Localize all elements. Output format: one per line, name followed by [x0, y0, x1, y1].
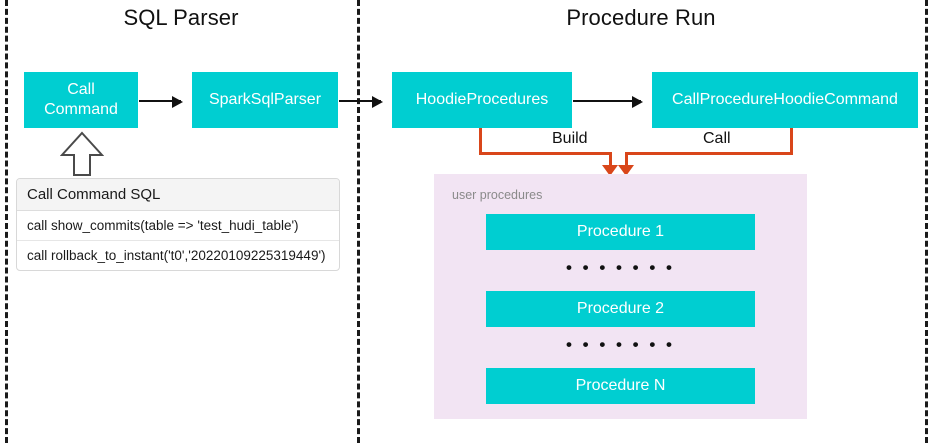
- divider-right: [925, 0, 928, 443]
- section-title-procedure-run: Procedure Run: [566, 5, 716, 30]
- node-hoodie-procedures[interactable]: HoodieProcedures: [392, 72, 572, 128]
- call-connector-segment: [790, 128, 793, 155]
- call-connector-segment: [625, 152, 793, 155]
- procedure-item[interactable]: Procedure N: [486, 368, 755, 404]
- sql-table-row: call show_commits(table => 'test_hudi_ta…: [17, 211, 339, 241]
- procedures-ellipsis: • • • • • • •: [565, 258, 675, 277]
- procedures-ellipsis: • • • • • • •: [565, 335, 675, 354]
- node-call-command-line2: Command: [44, 101, 118, 118]
- arrow-hoodie-procedures-to-call-procedure-hoodie-command: [573, 96, 643, 108]
- call-connector-segment: [625, 152, 628, 166]
- connector-label-call: Call: [697, 130, 737, 148]
- build-connector-segment: [479, 128, 482, 155]
- divider-left: [5, 0, 8, 443]
- user-procedures-panel: user procedures Procedure 1 • • • • • • …: [434, 174, 807, 419]
- build-connector-segment: [609, 152, 612, 166]
- divider-middle: [357, 0, 360, 443]
- node-call-command-line1: Call: [67, 81, 95, 99]
- node-call-procedure-hoodie-command[interactable]: CallProcedureHoodieCommand: [652, 72, 918, 128]
- arrow-call-command-to-spark-sql-parser: [139, 96, 183, 108]
- connector-label-build: Build: [546, 130, 594, 148]
- sql-table-header: Call Command SQL: [17, 179, 339, 211]
- build-arrowhead-icon: [602, 165, 618, 176]
- procedure-item[interactable]: Procedure 2: [486, 291, 755, 327]
- user-procedures-caption: user procedures: [452, 188, 543, 202]
- section-title-sql-parser: SQL Parser: [123, 5, 239, 30]
- procedure-item[interactable]: Procedure 1: [486, 214, 755, 250]
- sql-table-row: call rollback_to_instant('t0','202201092…: [27, 248, 326, 263]
- node-spark-sql-parser[interactable]: SparkSqlParser: [192, 72, 338, 128]
- arrow-spark-sql-parser-to-hoodie-procedures: [339, 96, 383, 108]
- call-arrowhead-icon: [618, 165, 634, 176]
- block-arrow-up-icon: [60, 131, 104, 176]
- build-connector-segment: [479, 152, 612, 155]
- node-call-command[interactable]: Call Command: [24, 72, 138, 128]
- call-command-sql-table: Call Command SQL call show_commits(table…: [16, 178, 340, 271]
